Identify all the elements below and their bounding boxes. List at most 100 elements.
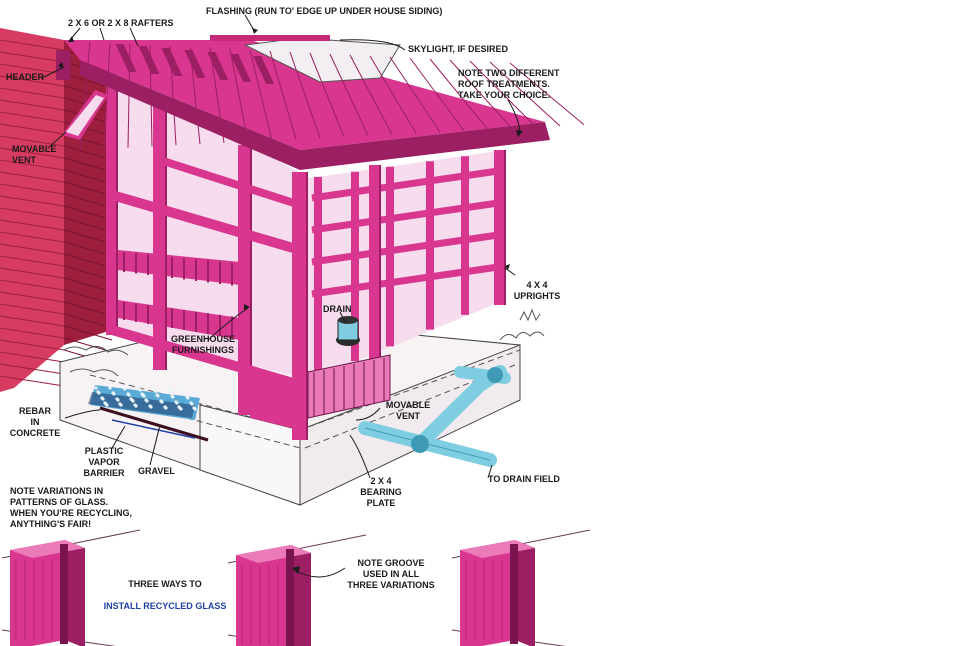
post-groove — [510, 544, 518, 644]
right-wall-glass-grid — [311, 151, 506, 377]
siding-line — [0, 99, 65, 111]
rafter — [253, 56, 275, 84]
vapor-barrier-line — [111, 419, 196, 439]
siding-line — [63, 169, 113, 185]
siding-line — [63, 301, 113, 317]
gravel-trench — [88, 385, 200, 420]
siding-line — [63, 253, 113, 269]
label-vapor: PLASTIC VAPOR BARRIER — [83, 446, 125, 478]
siding-line — [63, 325, 113, 341]
siding-line — [0, 75, 65, 87]
gravel-dot — [140, 392, 144, 396]
siding-line — [0, 87, 65, 99]
rafter — [161, 48, 183, 76]
roof-line — [309, 52, 345, 137]
siding-line — [63, 145, 113, 161]
gravel-dot — [133, 403, 137, 407]
post-front-face — [460, 540, 515, 646]
gravel-dot — [100, 396, 104, 400]
gravel-dot — [189, 401, 193, 405]
glass-transom — [311, 262, 506, 298]
leader-arrowheads — [58, 28, 523, 310]
roof-shingle-lines — [79, 41, 585, 151]
siding-line — [0, 375, 65, 387]
label-greenhouse: GREENHOUSE FURNISHINGS — [170, 334, 235, 355]
exposed-rafters — [115, 44, 275, 84]
header-beam — [56, 50, 70, 80]
label-rebar: REBAR IN CONCRETE — [9, 406, 61, 438]
siding-line — [0, 219, 65, 231]
label-skylight: SKYLIGHT, IF DESIRED — [408, 44, 509, 54]
siding-line — [63, 157, 113, 173]
roof-line — [409, 57, 465, 132]
gravel-dot — [181, 389, 185, 393]
siding-line — [0, 351, 65, 363]
siding-line — [0, 243, 65, 255]
vent-slats — [313, 358, 385, 416]
gravel-dot — [159, 399, 163, 403]
gravel-dot — [137, 387, 141, 391]
roof-line — [489, 61, 561, 127]
label-three-ways: THREE WAYS TO INSTALL RECYCLED GLASS — [100, 568, 230, 612]
three-ways-install: INSTALL RECYCLED — [103, 601, 193, 611]
gravel-dot — [129, 397, 133, 401]
label-roof-note: NOTE TWO DIFFERENT ROOF TREATMENTS. TAKE… — [458, 68, 560, 100]
label-movable-vent-bottom: MOVABLE VENT — [385, 400, 431, 421]
siding-line — [0, 267, 65, 279]
post-front-face — [10, 540, 65, 646]
siding-line — [0, 315, 65, 327]
siding-line — [63, 277, 113, 293]
siding-line — [0, 123, 65, 135]
siding-line — [0, 363, 65, 375]
gravel-dot — [192, 406, 196, 410]
rafter — [115, 44, 137, 72]
roof-line — [369, 55, 417, 134]
siding-line — [0, 135, 65, 147]
roof-line — [229, 48, 249, 142]
siding-line — [63, 229, 113, 245]
label-flashing: FLASHING (RUN TO' EDGE UP UNDER HOUSE SI… — [206, 6, 443, 16]
post-groove — [286, 549, 294, 646]
glass-transom — [311, 230, 506, 266]
gravel-dot — [108, 386, 112, 390]
three-ways-line-1: THREE WAYS TO — [128, 579, 202, 589]
groove-note-arrowhead — [292, 566, 300, 574]
gravel-dot — [177, 405, 181, 409]
siding-line — [0, 327, 65, 339]
gravel-dot — [185, 395, 189, 399]
siding-line — [0, 39, 65, 51]
siding-line — [0, 159, 65, 171]
siding-line — [0, 183, 65, 195]
siding-line — [63, 265, 113, 281]
siding-line — [0, 303, 65, 315]
slab-dash — [299, 349, 521, 431]
frame-uprights — [106, 72, 506, 440]
post-front-face — [236, 545, 291, 646]
rafter — [184, 50, 206, 78]
siding-line — [0, 51, 65, 63]
label-groove-note: NOTE GROOVE USED IN ALL THREE VARIATIONS — [347, 558, 435, 590]
label-movable-vent-top: MOVABLE VENT — [12, 144, 57, 165]
siding-line — [0, 207, 65, 219]
siding-line — [0, 147, 65, 159]
rafter — [138, 46, 160, 74]
siding-line — [63, 73, 113, 89]
gravel-dot — [122, 386, 126, 390]
roof-line — [449, 59, 513, 129]
rafter — [207, 52, 229, 80]
post-groove — [60, 544, 68, 644]
roof-line — [289, 51, 321, 139]
siding-line — [0, 291, 65, 303]
roof-line — [389, 56, 441, 133]
leader-lines — [41, 14, 521, 479]
gravel-dot — [155, 393, 159, 397]
roof-line — [429, 58, 489, 130]
rebar-line — [99, 406, 209, 442]
siding-line — [63, 337, 113, 353]
gravel-dot — [152, 388, 156, 392]
rafter — [230, 54, 252, 82]
gravel-dot — [163, 405, 167, 409]
gravel-dot — [170, 394, 174, 398]
siding-line — [0, 231, 65, 243]
label-uprights: 4 X 4 UPRIGHTS — [513, 280, 561, 301]
